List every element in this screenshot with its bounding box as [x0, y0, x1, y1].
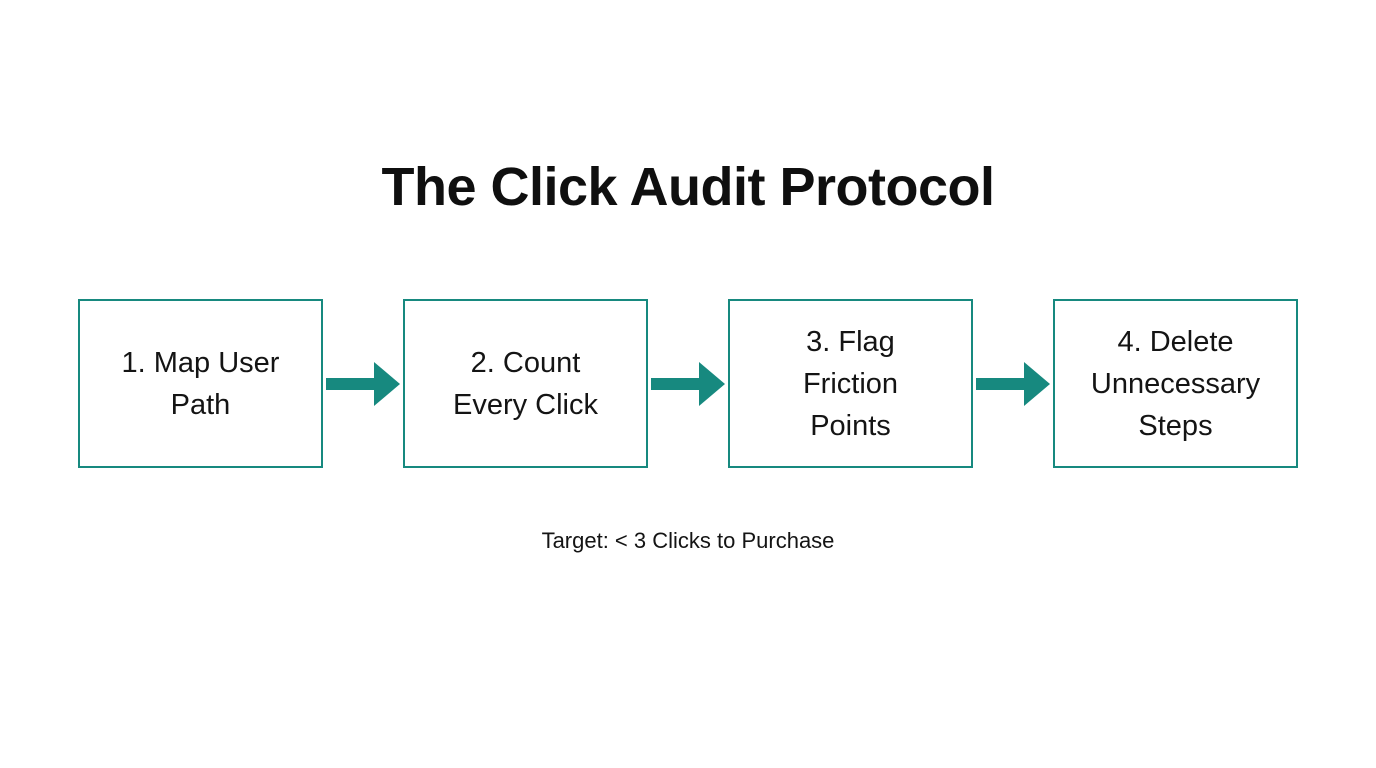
step-box-line: Unnecessary — [1090, 367, 1261, 400]
arrow-cell — [323, 299, 403, 468]
step-box-line: Friction — [802, 367, 899, 400]
step-box-line: 3. Flag — [806, 325, 895, 358]
step-box-line: Steps — [1138, 409, 1213, 442]
target-caption: Target: < 3 Clicks to Purchase — [541, 528, 835, 553]
arrow-right-icon — [651, 361, 725, 406]
step-box-line: Path — [170, 388, 231, 421]
step-box-line: Points — [810, 409, 891, 442]
step-box-line: Every Click — [452, 388, 598, 421]
page-title: The Click Audit Protocol — [381, 157, 995, 217]
step-box-line: 4. Delete — [1117, 325, 1234, 358]
arrow-right-icon — [976, 361, 1050, 406]
arrow-right-icon — [326, 361, 400, 406]
arrow-cell — [648, 299, 728, 468]
step-box-line: 2. Count — [470, 346, 581, 379]
step-box-line: 1. Map User — [121, 346, 280, 379]
arrow-cell — [973, 299, 1053, 468]
